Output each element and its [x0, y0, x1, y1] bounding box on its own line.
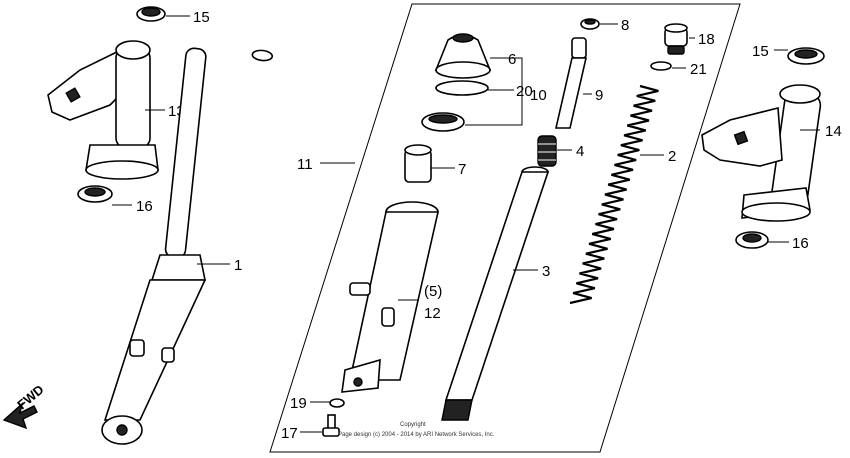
part-3-fork-tube[interactable]	[441, 166, 550, 421]
part-15-left-seal[interactable]	[136, 6, 166, 22]
part-14-fork-bracket-right[interactable]	[701, 84, 822, 222]
callout-16-left[interactable]: 16	[136, 198, 153, 215]
copyright-line-2: Page design (c) 2004 - 2014 by ARI Netwo…	[338, 432, 495, 438]
callout-9[interactable]: 9	[595, 87, 603, 104]
part-21-o-ring[interactable]	[650, 61, 672, 71]
callout-2[interactable]: 2	[668, 148, 676, 165]
callout-14[interactable]: 14	[825, 123, 842, 140]
part-oil-seal[interactable]	[421, 112, 465, 132]
callout-15-right[interactable]: 15	[752, 43, 769, 60]
part-8-cap[interactable]	[580, 18, 600, 30]
part-6-dust-seal[interactable]	[434, 33, 492, 79]
callout-11[interactable]: 11	[297, 156, 313, 173]
part-19-washer[interactable]	[329, 398, 345, 408]
part-16-right-nut[interactable]	[735, 231, 769, 249]
callout-10[interactable]: 10	[530, 87, 547, 104]
part-20-clip[interactable]	[435, 80, 489, 96]
callout-12[interactable]: 12	[424, 305, 441, 322]
part-12-fork-slider[interactable]	[341, 201, 440, 393]
fwd-arrow-icon	[2, 402, 38, 430]
callout-19[interactable]: 19	[290, 395, 307, 412]
part-13-fork-bracket-left[interactable]	[47, 40, 159, 180]
callout-5[interactable]: (5)	[424, 283, 442, 300]
callout-15-left[interactable]: 15	[193, 9, 210, 26]
callout-8[interactable]: 8	[621, 17, 629, 34]
callout-1[interactable]: 1	[234, 257, 242, 274]
part-4-rebound-spring[interactable]	[537, 135, 557, 167]
callout-7[interactable]: 7	[458, 161, 466, 178]
copyright-line-1: Copyright	[400, 422, 426, 428]
callout-3[interactable]: 3	[542, 263, 550, 280]
callout-18[interactable]: 18	[698, 31, 715, 48]
part-7-bushing[interactable]	[404, 144, 432, 183]
callout-20[interactable]: 20	[516, 83, 533, 100]
part-16-left-nut[interactable]	[77, 185, 113, 203]
part-18-fork-cap-bolt[interactable]	[664, 23, 688, 55]
callout-6[interactable]: 6	[508, 51, 516, 68]
callout-21[interactable]: 21	[690, 61, 707, 78]
callout-4[interactable]: 4	[576, 143, 584, 160]
spring-coil	[569, 84, 659, 305]
callout-17[interactable]: 17	[281, 425, 298, 442]
part-9-damper-rod[interactable]	[554, 37, 588, 129]
callout-16-right[interactable]: 16	[792, 235, 809, 252]
part-2-fork-spring[interactable]	[569, 84, 659, 305]
part-1-fork-assembly[interactable]	[101, 47, 274, 445]
part-15-right-seal[interactable]	[787, 47, 825, 65]
assembly-11-frame	[269, 3, 741, 453]
part-17-bolt[interactable]	[322, 414, 340, 437]
